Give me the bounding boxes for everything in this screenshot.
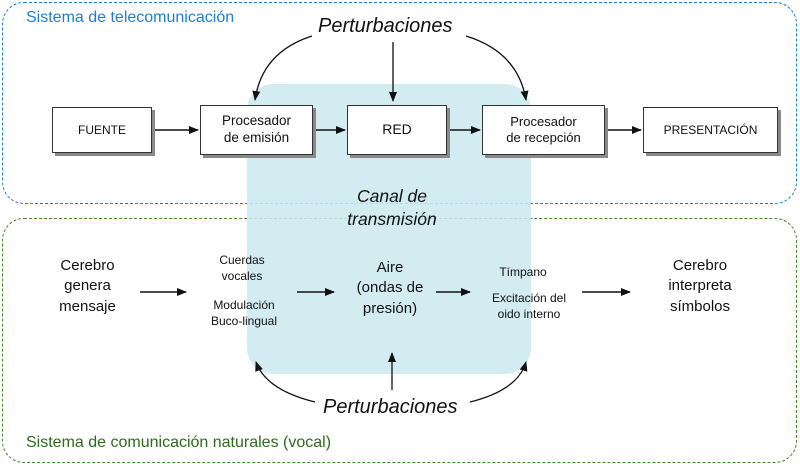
source-label: FUENTE — [78, 122, 126, 137]
telecom-system-title: Sistema de telecomunicación — [26, 9, 235, 26]
air-pressure-waves-label: Aire (ondas de presión) — [335, 258, 445, 319]
air-line3: presión) — [362, 299, 418, 317]
receiver-label-line2: de recepción — [506, 130, 581, 145]
arrow-disturbance-to-receiver — [465, 35, 529, 101]
channel-label-line2: transmisión — [347, 208, 437, 229]
modulation-line2: Buco-lingual — [210, 314, 278, 329]
modulation-line1: Modulación — [213, 298, 275, 312]
excitation-line1: Excitación del — [491, 291, 567, 305]
presentation-block: PRESENTACIÓN — [643, 107, 778, 153]
brain-interprets-line3: símbolos — [669, 297, 731, 315]
air-line1: Aire — [376, 259, 404, 276]
arrow-disturbance-to-vocal — [255, 361, 316, 403]
excitation-line2: oido interno — [497, 307, 561, 322]
air-line2: (ondas de — [356, 279, 424, 297]
emitter-label-line1: Procesador — [221, 113, 292, 129]
natural-system-title: Sistema de comunicación naturales (vocal… — [26, 434, 332, 451]
emitter-label-line2: de emisión — [223, 130, 290, 145]
network-label: RED — [382, 121, 412, 138]
brain-interprets-line1: Cerebro — [672, 257, 728, 274]
channel-label-line1: Canal de — [356, 186, 428, 206]
vocal-cords-line2: vocales — [221, 269, 263, 284]
emitter-processor-block: Procesador de emisión — [200, 105, 313, 155]
receiver-processor-block: Procesador de recepción — [482, 105, 605, 155]
arrow-disturbance-to-emitter — [252, 35, 313, 101]
brain-interprets-line2: interpreta — [668, 277, 732, 295]
brain-generates-line2: genera — [64, 277, 111, 295]
brain-generates-line3: mensaje — [59, 297, 116, 315]
brain-interprets-symbols: Cerebro interpreta símbolos — [650, 256, 750, 317]
receiver-label-line1: Procesador — [510, 113, 577, 129]
presentation-label: PRESENTACIÓN — [663, 122, 758, 137]
network-block: RED — [347, 105, 447, 155]
source-block: FUENTE — [52, 107, 152, 153]
transmission-channel-label: Canal de transmisión — [330, 185, 454, 231]
vocal-cords-label: Cuerdas vocales — [197, 252, 287, 284]
top-disturbances-label: Perturbaciones — [318, 15, 453, 37]
eardrum-label: Tímpano — [499, 265, 547, 279]
brain-generates-line1: Cerebro — [60, 257, 115, 274]
modulation-label: Modulación Buco-lingual — [199, 297, 289, 329]
inner-ear-excitation-label: Excitación del oido interno — [481, 290, 577, 322]
vocal-cords-line1: Cuerdas — [219, 253, 265, 267]
arrow-disturbance-to-ear — [469, 361, 528, 403]
brain-generates-message: Cerebro genera mensaje — [40, 256, 135, 317]
bottom-disturbances-label: Perturbaciones — [323, 396, 458, 418]
